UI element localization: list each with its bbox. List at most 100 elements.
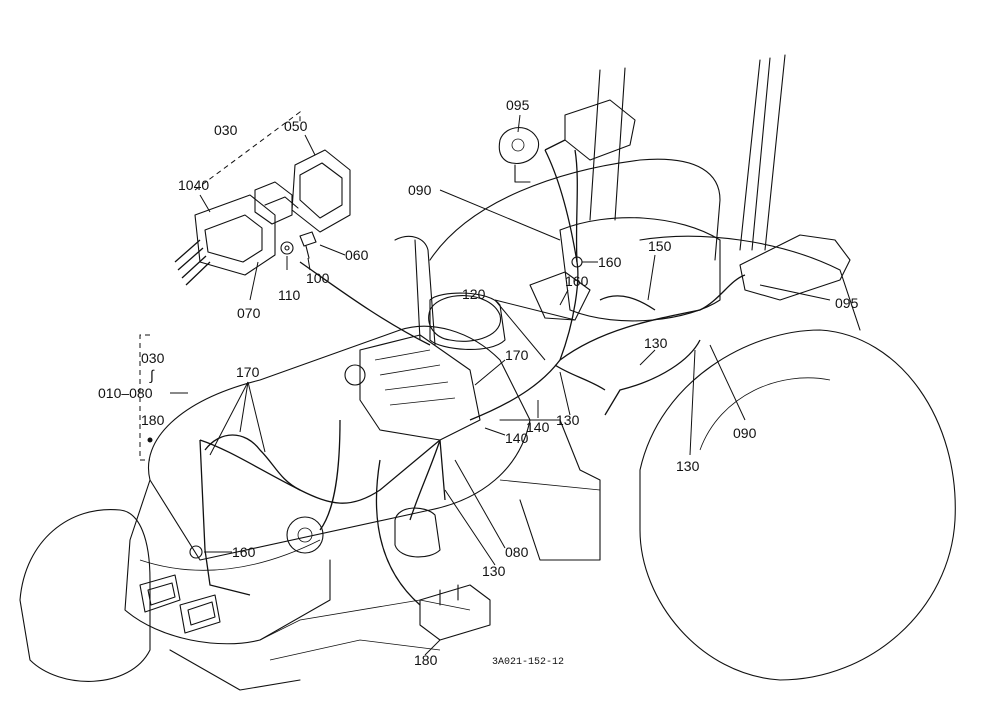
harness-right-down	[604, 339, 701, 416]
bolt-100	[299, 231, 317, 259]
harness-right	[699, 274, 746, 311]
leader-lines	[147, 114, 831, 656]
front-wheel-left	[19, 508, 151, 682]
label-170-left: 170	[236, 364, 260, 380]
fender-right	[639, 235, 861, 331]
hood-outline	[148, 325, 531, 561]
washer-110-hole	[284, 245, 290, 251]
underbody	[259, 599, 471, 661]
leader-130-a	[639, 349, 656, 366]
leader-095-right	[759, 284, 831, 301]
label-tilde: ∫	[149, 367, 155, 383]
label-060: 060	[345, 247, 369, 263]
label-070: 070	[237, 305, 261, 321]
leader-120-a	[494, 299, 546, 361]
leader-170-mid	[474, 359, 506, 386]
label-090-top: 090	[408, 182, 432, 198]
label-160-a: 160	[598, 254, 622, 270]
horn-095-bracket	[514, 164, 531, 183]
label-130-right: 130	[676, 458, 700, 474]
headlight-right	[179, 594, 221, 634]
leader-080	[454, 459, 506, 549]
harness-mid	[554, 364, 606, 391]
steering-wheel	[428, 295, 501, 342]
connector-1040-wires	[174, 239, 211, 286]
grille-line	[139, 539, 321, 571]
label-100: 100	[306, 270, 330, 286]
horn-095-top	[498, 127, 540, 164]
leader-060	[319, 244, 346, 256]
leader-130-right	[689, 349, 696, 456]
label-090-right: 090	[733, 425, 757, 441]
platform-edge	[499, 479, 601, 491]
label-180-bottom: 180	[414, 652, 438, 668]
label-095-right: 095	[835, 295, 859, 311]
wiring-harness	[199, 139, 746, 606]
fender-left	[429, 158, 721, 261]
harness-alt	[319, 419, 341, 531]
clamp-160-left	[189, 545, 203, 559]
leader-095-top	[517, 114, 521, 133]
horn-095-top-center	[511, 138, 525, 152]
leader-1040	[199, 194, 211, 213]
harness-main-front	[199, 439, 441, 504]
rear-wheel-right	[639, 329, 956, 681]
leader-170-left-a	[209, 381, 249, 456]
harness-060	[299, 261, 431, 346]
leader-170-left-b	[239, 381, 249, 433]
filler-cap	[344, 364, 366, 386]
leader-170-left-c	[247, 381, 266, 453]
platform	[499, 419, 601, 561]
front-axle	[169, 649, 301, 691]
leader-090-top	[439, 189, 561, 241]
leader-160-b	[559, 289, 569, 306]
harness-left-branch	[204, 434, 301, 491]
rops-post-left	[589, 67, 626, 221]
alternator-center	[297, 527, 313, 543]
harness-150	[599, 295, 656, 311]
harness-180	[375, 459, 421, 606]
label-150: 150	[648, 238, 672, 254]
leader-180-bottom	[424, 639, 441, 656]
label-130-a: 130	[644, 335, 668, 351]
tractor-outline	[19, 54, 956, 691]
engine-detail-1	[374, 349, 456, 406]
light-right-095	[739, 234, 851, 301]
leader-070	[249, 261, 259, 301]
cover-050	[291, 149, 351, 233]
rear-wheel-right-inner	[699, 377, 831, 451]
headlight-left	[139, 574, 181, 613]
leader-130-b	[559, 371, 571, 416]
label-160-b: 160	[565, 273, 589, 289]
relay-block-2	[264, 196, 299, 209]
drawing-code: 3A021-152-12	[492, 657, 564, 668]
bracket-120	[529, 271, 591, 321]
label-1040: 1040	[178, 177, 209, 193]
leader-150	[647, 254, 656, 301]
label-140-b: 140	[505, 430, 529, 446]
washer-110	[280, 241, 294, 255]
harness-to-090	[544, 149, 578, 263]
steering-column	[394, 235, 436, 346]
leader-100	[307, 257, 311, 271]
air-cleaner	[429, 292, 506, 350]
leader-140-b	[484, 427, 506, 436]
label-110: 110	[278, 287, 301, 303]
harness-front-down	[199, 439, 251, 596]
label-030-left: 030	[141, 350, 165, 366]
relay-block	[254, 181, 293, 225]
harness-to-top-light	[544, 139, 566, 151]
label-130-bottom: 130	[482, 563, 506, 579]
harness-lower	[409, 439, 446, 521]
label-170-mid: 170	[505, 347, 529, 363]
alternator	[286, 516, 324, 554]
harness-rear	[469, 309, 701, 421]
label-160-left: 160	[232, 544, 256, 560]
label-120: 120	[462, 286, 486, 302]
label-095-top: 095	[506, 97, 530, 113]
rops-post-right	[739, 54, 786, 251]
leader-130-bottom	[444, 489, 496, 566]
label-080: 080	[505, 544, 529, 560]
label-030-top: 030	[214, 122, 238, 138]
